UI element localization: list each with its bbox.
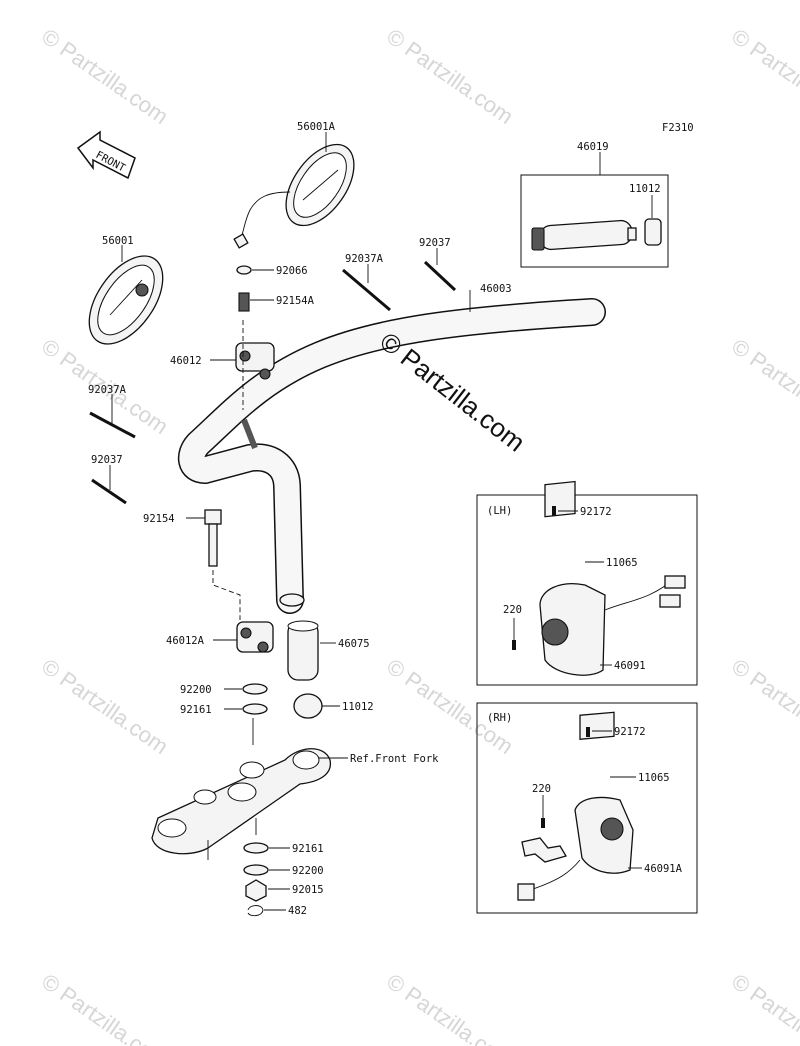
callout-46075: 46075 bbox=[338, 638, 370, 650]
bolt-92154 bbox=[204, 509, 222, 567]
handlebar-drawing bbox=[177, 298, 606, 614]
watermark-low-center: © Partzilla.com bbox=[382, 654, 518, 760]
callout-46012A: 46012A bbox=[166, 635, 205, 647]
inset-rh-box bbox=[476, 702, 698, 914]
callout-92154A: 92154A bbox=[276, 295, 315, 307]
lower-clamp-46012A bbox=[236, 621, 274, 653]
watermark-low-right: © Partzilla.com bbox=[727, 654, 800, 760]
callout-11012: 11012 bbox=[342, 701, 374, 713]
watermark-top-center: © Partzilla.com bbox=[382, 24, 518, 130]
callout-92161-bottom: 92161 bbox=[292, 843, 324, 855]
cable-tie-92037A-left bbox=[89, 411, 136, 439]
figure-code: F2310 bbox=[662, 122, 694, 134]
bolt-92154A bbox=[238, 292, 250, 312]
lh-switch-housing bbox=[539, 480, 686, 676]
watermark-bottom-center: © Partzilla.com bbox=[382, 969, 518, 1046]
inset-lh-callout-46091: 46091 bbox=[614, 660, 646, 672]
callout-92037-top: 92037 bbox=[419, 237, 451, 249]
inset-rh-callout-92172: 92172 bbox=[614, 726, 646, 738]
washer-92066 bbox=[236, 265, 252, 275]
throttle-grip-drawing bbox=[531, 218, 662, 251]
reference-front-fork: Ref.Front Fork bbox=[350, 753, 439, 765]
watermark-mid-right: © Partzilla.com bbox=[727, 334, 800, 440]
inset-rh-title: (RH) bbox=[487, 712, 512, 724]
washer-92200-top bbox=[242, 683, 268, 695]
grip-46075 bbox=[287, 620, 319, 681]
callout-92037A-top: 92037A bbox=[345, 253, 384, 265]
washer-92161-bottom bbox=[243, 842, 269, 854]
callout-92015: 92015 bbox=[292, 884, 324, 896]
inset-lh-callout-11065: 11065 bbox=[606, 557, 638, 569]
inset-lh-title: (LH) bbox=[487, 505, 512, 517]
bar-end-11012 bbox=[293, 693, 323, 719]
callout-92200-top: 92200 bbox=[180, 684, 212, 696]
callout-92037-left: 92037 bbox=[91, 454, 123, 466]
rh-switch-housing bbox=[517, 711, 634, 901]
callout-46003: 46003 bbox=[480, 283, 512, 295]
washer-92200-bottom bbox=[243, 864, 269, 876]
inset-lh-callout-92172: 92172 bbox=[580, 506, 612, 518]
inset-rh-callout-46091A: 46091A bbox=[644, 863, 683, 875]
inset-lh-callout-220: 220 bbox=[503, 604, 522, 616]
watermark-bottom-right: © Partzilla.com bbox=[727, 969, 800, 1046]
upper-clamp-46012 bbox=[235, 342, 275, 380]
watermark-main: © Partzilla.com bbox=[374, 326, 531, 458]
callout-482: 482 bbox=[288, 905, 307, 917]
watermark-top-right: © Partzilla.com bbox=[727, 24, 800, 130]
callout-92161-top: 92161 bbox=[180, 704, 212, 716]
callout-92200-bottom: 92200 bbox=[292, 865, 324, 877]
inset-lh-box bbox=[476, 494, 698, 686]
grip-assembly-box bbox=[520, 174, 669, 268]
watermark-low-left: © Partzilla.com bbox=[37, 654, 173, 760]
callout-46019: 46019 bbox=[577, 141, 609, 153]
callout-92066: 92066 bbox=[276, 265, 308, 277]
callout-92037A-left: 92037A bbox=[88, 384, 127, 396]
watermark-layer: © Partzilla.com © Partzilla.com © Partzi… bbox=[37, 24, 800, 1046]
callout-56001: 56001 bbox=[102, 235, 134, 247]
nut-92015 bbox=[245, 879, 267, 902]
watermark-top-left: © Partzilla.com bbox=[37, 24, 173, 130]
mirror-left-drawing bbox=[88, 255, 164, 345]
callout-46012: 46012 bbox=[170, 355, 202, 367]
clip-482 bbox=[247, 905, 264, 917]
mirror-right-drawing bbox=[233, 143, 355, 249]
cable-tie-92037A-top bbox=[342, 268, 391, 312]
callout-11012-grip-box: 11012 bbox=[629, 183, 661, 195]
front-arrow-icon: FRONT bbox=[76, 130, 136, 180]
cable-tie-92037-left bbox=[91, 478, 127, 505]
upper-fork-bridge bbox=[151, 748, 331, 855]
washer-92161-top bbox=[242, 703, 268, 715]
callout-56001A: 56001A bbox=[297, 121, 336, 133]
inset-rh-callout-11065: 11065 bbox=[638, 772, 670, 784]
watermark-bottom-left: © Partzilla.com bbox=[37, 969, 173, 1046]
cable-tie-92037-top bbox=[423, 260, 457, 292]
callout-92154: 92154 bbox=[143, 513, 175, 525]
inset-rh-callout-220: 220 bbox=[532, 783, 551, 795]
